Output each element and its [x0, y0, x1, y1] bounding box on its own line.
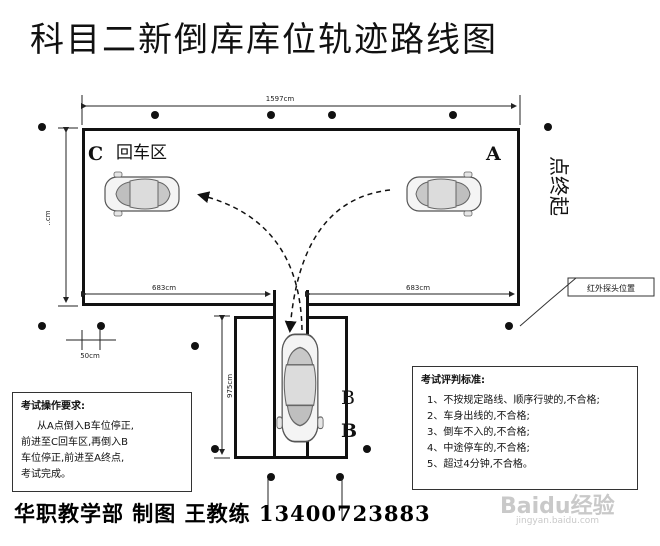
car-c-zone — [104, 171, 180, 217]
criteria-item: 1、不按规定路线、顺序行驶的,不合格; — [427, 395, 600, 406]
ops-line: 考试完成。 — [21, 469, 71, 480]
dim-side-height: ..cm — [44, 210, 52, 225]
start-end-label: 点终起 — [547, 156, 571, 216]
dim-right-arm: 683cm — [406, 284, 430, 292]
criteria-item: 5、超过4分钟,不合格。 — [427, 459, 533, 470]
car-a-zone — [406, 171, 482, 217]
zone-b-letter-1: B — [341, 387, 355, 409]
ops-heading: 考试操作要求: — [21, 401, 85, 412]
zone-c-label: 回车区 — [116, 143, 167, 163]
dim-offset: 50cm — [80, 352, 100, 360]
ops-requirements-box: 考试操作要求: 从A点倒入B车位停正, 前进至C回车区,再倒入B 车位停正,前进… — [12, 392, 192, 492]
dimension-lines — [58, 95, 521, 520]
dim-top-width: 1597cm — [266, 95, 295, 103]
dim-bay-depth: 975cm — [226, 374, 234, 398]
ops-line: 车位停正,前进至A终点, — [21, 453, 125, 464]
footer-credit: 华职教学部 制图 王教练 13400723883 — [14, 501, 431, 526]
car-b-bay — [276, 333, 324, 443]
criteria-item: 4、中途停车的,不合格; — [427, 443, 530, 454]
zone-a-letter: A — [485, 143, 501, 165]
watermark-brand: Baidu经验 — [500, 494, 615, 519]
criteria-heading: 考试评判标准: — [421, 375, 485, 386]
grading-criteria-box: 考试评判标准: 1、不按规定路线、顺序行驶的,不合格; 2、车身出线的,不合格;… — [412, 366, 638, 490]
criteria-item: 2、车身出线的,不合格; — [427, 411, 530, 422]
sensor-callout: 红外探头位置 — [519, 277, 655, 327]
page-title: 科目二新倒库库位轨迹路线图 — [30, 20, 498, 60]
dim-left-arm: 683cm — [152, 284, 176, 292]
zone-b-letter-2: B — [341, 420, 357, 442]
trajectory-paths — [197, 189, 391, 333]
ops-line: 从A点倒入B车位停正, — [37, 421, 134, 432]
sensor-label: 红外探头位置 — [587, 283, 635, 293]
watermark-url: jingyan.baidu.com — [516, 516, 600, 526]
ops-line: 前进至C回车区,再倒入B — [21, 437, 129, 448]
sensor-dots — [38, 111, 552, 481]
criteria-item: 3、倒车不入的,不合格; — [427, 427, 530, 438]
zone-c-letter: C — [88, 143, 103, 165]
